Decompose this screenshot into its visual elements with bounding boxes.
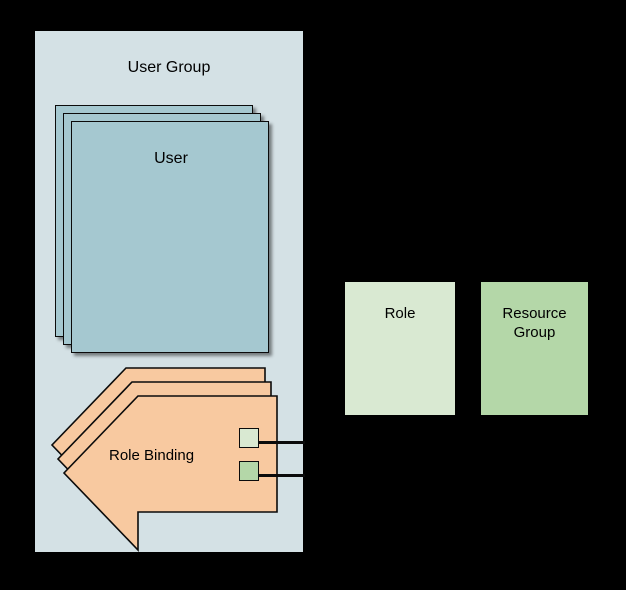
user-card-label: User <box>154 150 188 167</box>
node-resource-group-label-line1: Resource <box>502 305 567 322</box>
node-role-label: Role <box>384 305 416 322</box>
user-group-title: User Group <box>127 59 211 76</box>
connector-role-binding-to-role <box>259 441 305 444</box>
role-binding-port-role[interactable] <box>239 428 259 448</box>
node-role[interactable]: Role <box>345 282 455 415</box>
node-resource-group[interactable]: Resource Group <box>481 282 588 415</box>
node-resource-group-label-line2: Group <box>513 324 556 341</box>
role-binding-port-resource[interactable] <box>239 461 259 481</box>
connector-role-binding-to-resource-group <box>259 474 305 477</box>
user-card-stack-front[interactable]: User <box>71 121 269 353</box>
node-resource-group-label: Resource Group <box>481 304 588 342</box>
role-binding-label: Role Binding <box>109 447 195 464</box>
role-binding-arrow-icon <box>62 395 278 552</box>
